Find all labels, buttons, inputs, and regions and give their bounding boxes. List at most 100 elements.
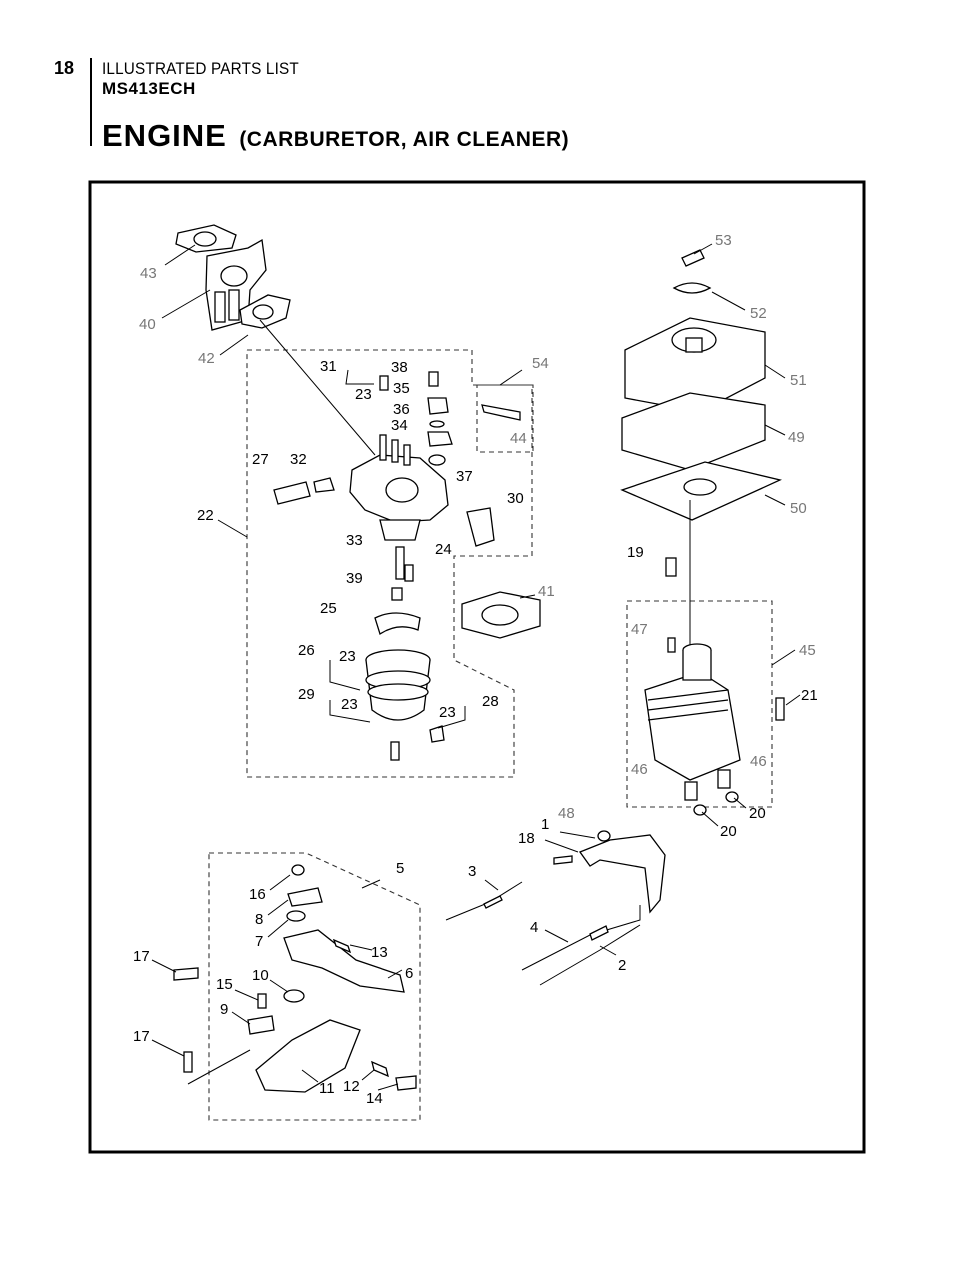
callout-13: 13: [371, 944, 388, 961]
group-45-outline: [626, 600, 773, 808]
callout-46b: 46: [750, 753, 767, 770]
carburetor-group-outline: [246, 349, 533, 778]
callout-46a: 46: [631, 761, 648, 778]
callout-16: 16: [249, 886, 266, 903]
screw-14: [395, 1075, 417, 1091]
spring-3: [445, 881, 523, 921]
callout-23c: 23: [341, 696, 358, 713]
model-number: MS413ECH: [102, 79, 196, 98]
callout-43: 43: [140, 265, 157, 282]
callout-14: 14: [366, 1090, 383, 1107]
lever-44: [481, 404, 521, 421]
label-21: [775, 697, 785, 721]
part-39: [391, 587, 403, 601]
callout-11: 11: [319, 1080, 335, 1097]
callout-33: 33: [346, 532, 363, 549]
part-20b: [725, 791, 739, 803]
group-54-outline: [476, 384, 534, 453]
callout-52: 52: [750, 305, 767, 322]
callout-25: 25: [320, 600, 337, 617]
callout-23a: 23: [355, 386, 372, 403]
gasket-42: [239, 294, 291, 329]
page-title: ENGINE (CARBURETOR, AIR CLEANER): [102, 118, 569, 154]
lever-1: [578, 834, 666, 914]
wing-nut-53: [681, 249, 705, 267]
bracket-11: [255, 1019, 361, 1093]
screw-29: [390, 741, 400, 761]
callout-22: 22: [197, 507, 214, 524]
callout-24: 24: [435, 541, 452, 558]
spring-12: [371, 1060, 389, 1078]
screw-38: [428, 371, 439, 387]
float-bowl: [365, 649, 431, 721]
cleaner-cover-51: [624, 317, 766, 413]
callout-18: 18: [518, 830, 535, 847]
callout-36: 36: [393, 401, 410, 418]
clip-9: [247, 1015, 275, 1035]
part-8: [287, 887, 323, 907]
callout-23b: 23: [339, 648, 356, 665]
part-28: [429, 725, 445, 743]
callout-27: 27: [252, 451, 269, 468]
part-46a: [684, 781, 698, 801]
lever-6: [283, 929, 405, 993]
part-37: [428, 454, 446, 466]
base-plate-50: [620, 461, 782, 521]
oring-36: [429, 420, 445, 428]
nut-52: [672, 282, 712, 294]
callout-48: 48: [558, 805, 575, 822]
callout-4: 4: [530, 919, 538, 936]
part-30: [466, 507, 495, 547]
callout-8: 8: [255, 911, 263, 928]
callout-labels: 1 2 3 4 5 6 7 8 9 10 11 12 13 14 15 16 1…: [133, 232, 818, 1107]
callout-40: 40: [139, 316, 156, 333]
callout-53: 53: [715, 232, 732, 249]
callout-17a: 17: [133, 948, 150, 965]
callout-29: 29: [298, 686, 315, 703]
bolt-17b: [183, 1051, 193, 1073]
title-sub: (CARBURETOR, AIR CLEANER): [239, 128, 570, 151]
callout-47: 47: [631, 621, 648, 638]
bolt-19: [665, 557, 677, 577]
part-47: [667, 637, 676, 653]
rod-4: [539, 924, 641, 986]
diagram-frame: [88, 180, 866, 1154]
bolt-18: [553, 855, 573, 865]
washer-10: [283, 989, 305, 1003]
element-49: [621, 392, 766, 471]
nut-16: [291, 864, 305, 876]
part-24: [404, 564, 414, 582]
callout-6: 6: [405, 965, 413, 982]
callout-17b: 17: [133, 1028, 150, 1045]
callout-39: 39: [346, 570, 363, 587]
callout-34: 34: [391, 417, 408, 434]
callout-54: 54: [532, 355, 549, 372]
callout-41: 41: [538, 583, 555, 600]
header-divider: [90, 58, 92, 146]
callout-44: 44: [510, 430, 527, 447]
callout-7: 7: [255, 933, 263, 950]
part-46b: [717, 769, 731, 789]
callout-20b: 20: [720, 823, 737, 840]
callout-45: 45: [799, 642, 816, 659]
callout-28: 28: [482, 693, 499, 710]
callout-50: 50: [790, 500, 807, 517]
leader-lines: [151, 243, 801, 1091]
callout-3: 3: [468, 863, 476, 880]
gasket-43: [175, 224, 237, 253]
callout-19: 19: [627, 544, 644, 561]
callout-1: 1: [541, 816, 549, 833]
callout-9: 9: [220, 1001, 228, 1018]
callout-31: 31: [320, 358, 337, 375]
callout-21: 21: [801, 687, 818, 704]
callout-35: 35: [393, 380, 410, 397]
callout-15: 15: [216, 976, 233, 993]
screw-31: [379, 375, 389, 391]
callout-2: 2: [618, 957, 626, 974]
callout-42: 42: [198, 350, 215, 367]
cleaner-case-45: [644, 643, 741, 781]
screw-27: [273, 481, 311, 505]
insulator-40: [205, 238, 267, 331]
callout-37: 37: [456, 468, 473, 485]
